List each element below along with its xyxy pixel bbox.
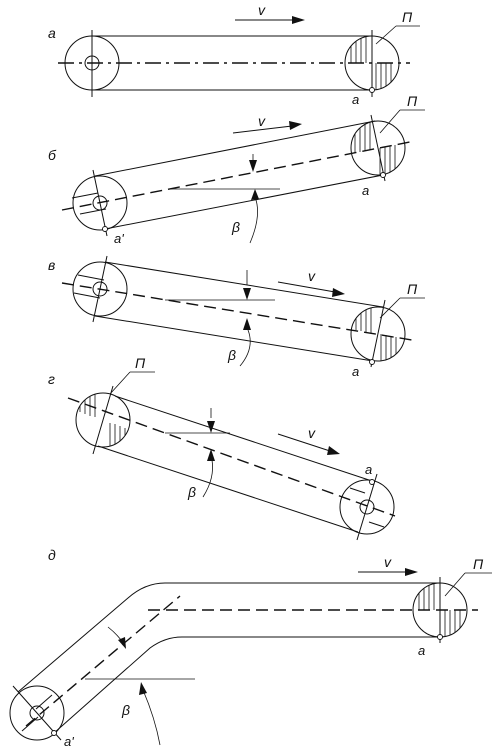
panel-v: в β v П а bbox=[48, 255, 425, 379]
point-marker bbox=[380, 172, 386, 178]
belt-upper-line bbox=[17, 582, 440, 693]
panel-b: б β v П а а' bbox=[48, 93, 425, 246]
velocity-label: v bbox=[384, 554, 392, 570]
belt-axis-line bbox=[61, 282, 413, 341]
panel-d: д β v П а а' bbox=[9, 547, 492, 749]
panel-b-letter: б bbox=[48, 147, 57, 163]
point-marker bbox=[369, 359, 375, 365]
belt-lower-line bbox=[53, 636, 440, 734]
pulley-hub bbox=[29, 705, 45, 721]
velocity-arrow-icon bbox=[289, 121, 302, 130]
panel-v-letter: в bbox=[48, 257, 55, 273]
point-label: а bbox=[352, 92, 359, 107]
belt-axis-line bbox=[61, 140, 416, 211]
zone-label: П bbox=[473, 556, 484, 572]
belt-lower-line bbox=[104, 174, 384, 230]
belt-lower-line bbox=[97, 445, 359, 533]
pulley-head bbox=[339, 479, 395, 535]
loading-zone-hatch bbox=[418, 583, 461, 637]
velocity-label: v bbox=[308, 268, 316, 284]
velocity-label: v bbox=[258, 2, 266, 18]
pulley-head bbox=[350, 306, 406, 362]
velocity-arrow-icon bbox=[405, 568, 418, 576]
point-marker-secondary bbox=[51, 730, 57, 736]
pulley-tail bbox=[72, 175, 128, 231]
zone-label: П bbox=[407, 281, 418, 297]
pulley-hub bbox=[92, 281, 108, 297]
pulley-head bbox=[350, 120, 406, 176]
point-label: а bbox=[418, 643, 425, 658]
zone-label: П bbox=[407, 93, 418, 109]
loading-zone-hatch bbox=[355, 307, 397, 361]
belt-upper-line bbox=[94, 120, 376, 177]
belt-axis-line bbox=[67, 397, 396, 517]
point-marker bbox=[369, 87, 375, 93]
velocity-arrow-icon bbox=[327, 446, 340, 455]
point-label-secondary: а' bbox=[114, 231, 124, 246]
pulley-tail bbox=[72, 261, 128, 317]
loading-zone-hatch bbox=[354, 121, 396, 175]
velocity-label: v bbox=[308, 425, 316, 441]
panel-a-letter: а bbox=[48, 25, 56, 41]
velocity-arrow-icon bbox=[292, 16, 305, 24]
angle-label: β bbox=[227, 347, 236, 363]
point-label: а bbox=[362, 183, 369, 198]
zone-label: П bbox=[402, 9, 413, 25]
point-label: а bbox=[352, 364, 359, 379]
zone-label: П bbox=[135, 355, 146, 371]
belt-lower-line bbox=[94, 315, 374, 362]
panel-g-letter: г bbox=[48, 371, 55, 387]
panel-a: а v П а bbox=[48, 2, 420, 107]
pulley-hub bbox=[359, 499, 375, 515]
point-marker bbox=[369, 479, 375, 485]
belt-axis-line bbox=[25, 595, 181, 727]
velocity-arrow-icon bbox=[332, 288, 345, 297]
panel-d-letter: д bbox=[48, 547, 56, 563]
belt-upper-line bbox=[114, 395, 376, 483]
loading-zone-hatch bbox=[350, 36, 392, 90]
belt-upper-line bbox=[104, 261, 384, 308]
point-marker bbox=[437, 634, 443, 640]
point-marker-secondary bbox=[102, 226, 108, 232]
angle-label: β bbox=[121, 702, 130, 718]
angle-label: β bbox=[187, 484, 196, 500]
point-label-secondary: а' bbox=[64, 734, 74, 749]
angle-label: β bbox=[231, 219, 240, 235]
panel-g: г β v П а bbox=[48, 355, 396, 541]
pulley-tail bbox=[9, 685, 65, 741]
point-label: а bbox=[365, 462, 372, 477]
velocity-label: v bbox=[258, 113, 266, 129]
